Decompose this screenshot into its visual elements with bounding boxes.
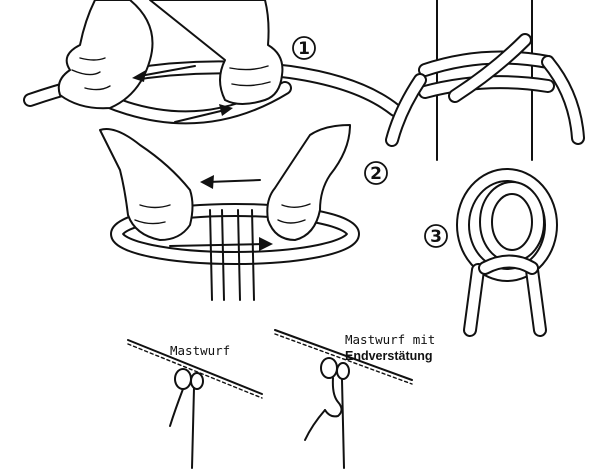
left-hand (59, 0, 153, 108)
rope-end-3 (305, 410, 325, 440)
mastwurf-illustration (128, 340, 262, 468)
step-3-number: 3 (430, 227, 442, 247)
label-mastwurf-mit: Mastwurf mit (345, 332, 435, 347)
right-hand (150, 0, 282, 104)
label-endverstaetung: Endverstätung (345, 349, 433, 363)
step-2-marker: 2 (365, 162, 387, 184)
rope-end-2 (192, 388, 194, 468)
step3-illustration (463, 175, 551, 330)
arrow-head-bottom (259, 237, 273, 251)
rope-end-4 (342, 380, 344, 468)
pole-knot-illustration (392, 0, 578, 160)
arrow-head-top (200, 175, 214, 189)
step-1-number: 1 (298, 39, 310, 59)
step2-illustration (100, 125, 353, 300)
arrow-bottom (170, 244, 265, 246)
step1-illustration (30, 0, 395, 122)
end-loop (325, 378, 342, 416)
step-1-marker: 1 (293, 37, 315, 59)
step-3-marker: 3 (425, 225, 447, 247)
arrow-top (208, 180, 260, 182)
step-2-number: 2 (370, 164, 382, 184)
label-mastwurf: Mastwurf (170, 343, 230, 358)
rope-end-1 (170, 389, 183, 426)
